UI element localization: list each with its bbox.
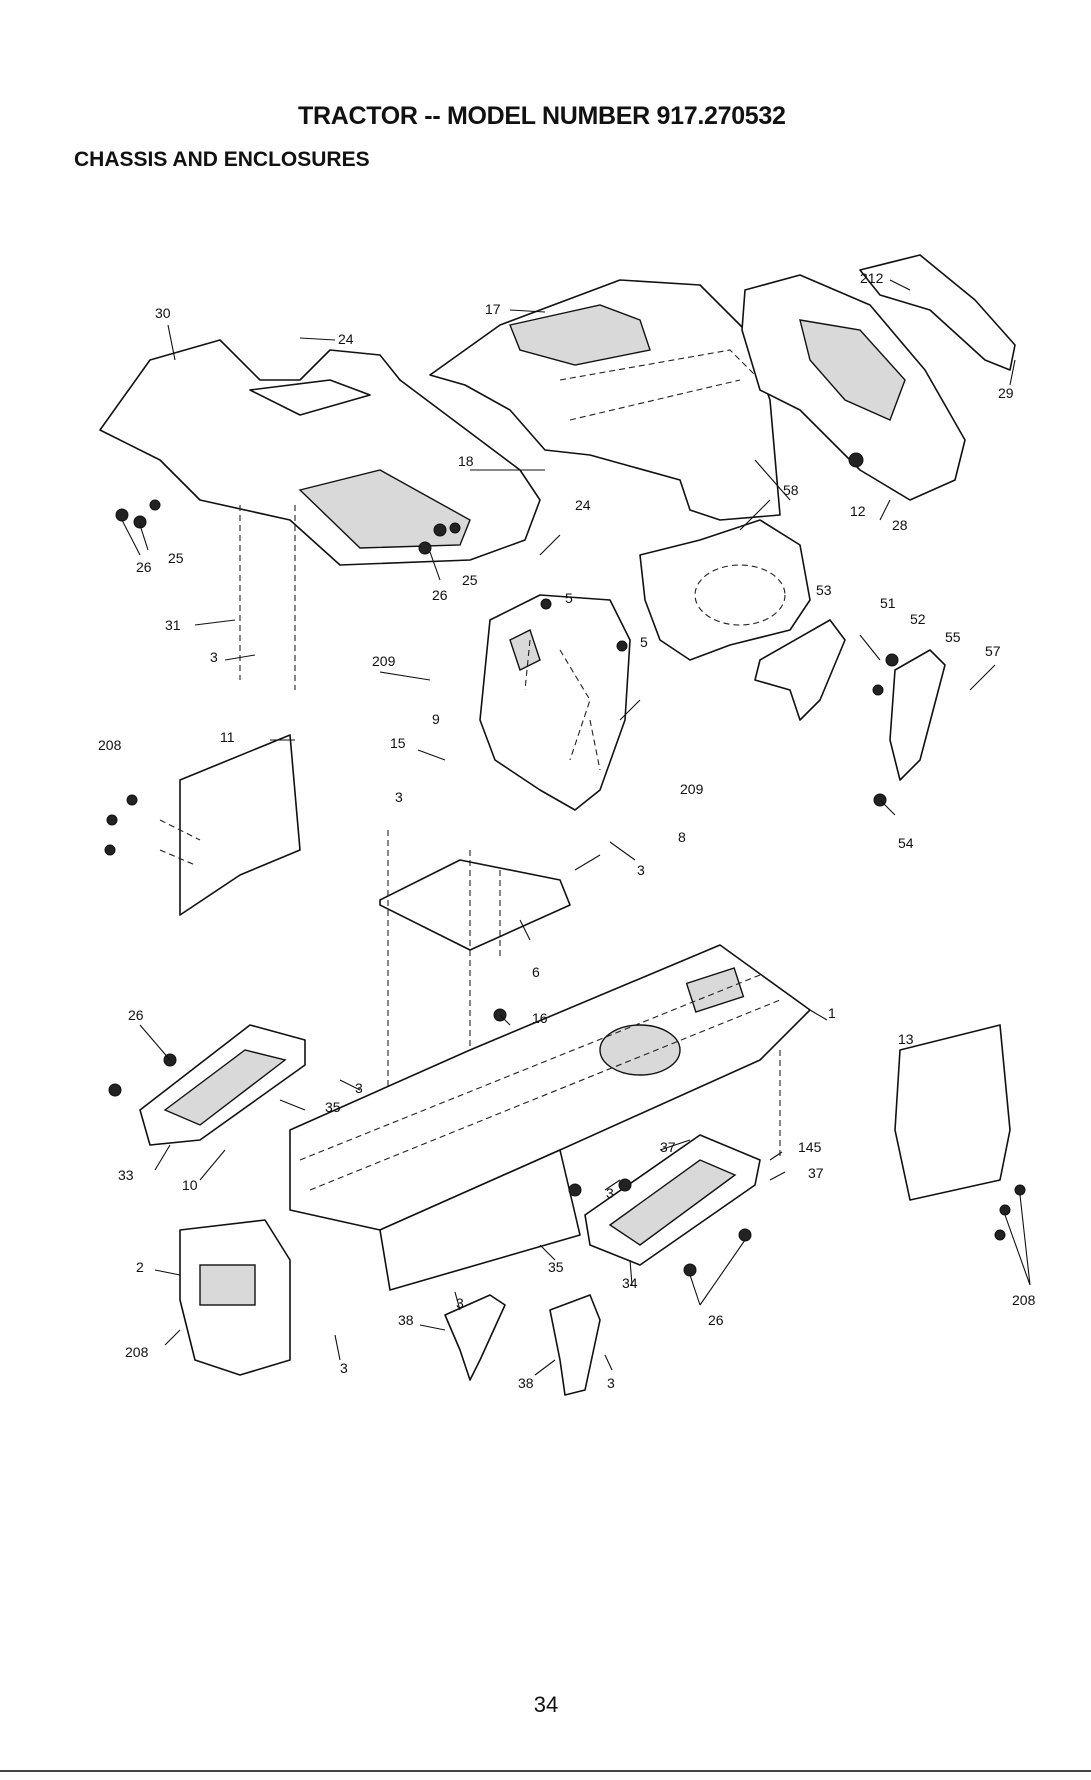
- callout-54: 54: [898, 835, 914, 851]
- callout-5: 5: [565, 590, 573, 606]
- callout-12: 12: [850, 503, 866, 519]
- dash-panel: [480, 595, 630, 810]
- callout-3: 3: [606, 1185, 614, 1201]
- callout-34: 34: [622, 1275, 638, 1291]
- mounting-plate: [380, 860, 570, 950]
- callout-33: 33: [118, 1167, 134, 1183]
- rear-hitch-plate: [180, 1220, 290, 1375]
- callout-11: 11: [220, 729, 235, 745]
- callout-38: 38: [518, 1375, 534, 1391]
- callout-29: 29: [998, 385, 1014, 401]
- callout-35: 35: [325, 1099, 341, 1115]
- callout-10: 10: [182, 1177, 198, 1193]
- brackets: [755, 620, 945, 780]
- callout-37: 37: [660, 1139, 676, 1155]
- callout-55: 55: [945, 629, 961, 645]
- callout-208: 208: [98, 737, 122, 753]
- callout-35: 35: [548, 1259, 564, 1275]
- callout-208: 208: [1012, 1292, 1036, 1308]
- callout-15: 15: [390, 735, 406, 751]
- callout-13: 13: [898, 1031, 914, 1047]
- callout-31: 31: [165, 617, 181, 633]
- callout-52: 52: [910, 611, 926, 627]
- callout-37: 37: [808, 1165, 824, 1181]
- callout-209: 209: [372, 653, 396, 669]
- callout-26: 26: [432, 587, 448, 603]
- callout-9: 9: [432, 711, 440, 727]
- callout-17: 17: [485, 301, 501, 317]
- callout-3: 3: [607, 1375, 615, 1391]
- callout-25: 25: [168, 550, 184, 566]
- callout-24: 24: [575, 497, 591, 513]
- page-number: 34: [520, 1692, 572, 1718]
- callout-16: 16: [532, 1010, 548, 1026]
- callout-57: 57: [985, 643, 1001, 659]
- callout-26: 26: [708, 1312, 724, 1328]
- callout-208: 208: [125, 1344, 149, 1360]
- callout-145: 145: [798, 1139, 822, 1155]
- callout-6: 6: [532, 964, 540, 980]
- callout-3: 3: [456, 1295, 464, 1311]
- callout-3: 3: [637, 862, 645, 878]
- callout-3: 3: [355, 1080, 363, 1096]
- callout-24: 24: [338, 331, 354, 347]
- callout-3: 3: [210, 649, 218, 665]
- callout-26: 26: [128, 1007, 144, 1023]
- callout-38: 38: [398, 1312, 414, 1328]
- callout-26: 26: [136, 559, 152, 575]
- callout-5: 5: [640, 634, 648, 650]
- callout-2: 2: [136, 1259, 144, 1275]
- callout-30: 30: [155, 305, 171, 321]
- front-grille: [742, 255, 1015, 500]
- callout-58: 58: [783, 482, 799, 498]
- callout-1: 1: [828, 1005, 836, 1021]
- firewall-shroud: [640, 520, 810, 660]
- callout-28: 28: [892, 517, 908, 533]
- main-frame: [290, 945, 810, 1290]
- callout-8: 8: [678, 829, 686, 845]
- callout-212: 212: [860, 270, 884, 286]
- callout-209: 209: [680, 781, 704, 797]
- callout-51: 51: [880, 595, 896, 611]
- callout-3: 3: [395, 789, 403, 805]
- callout-25: 25: [462, 572, 478, 588]
- callout-3: 3: [340, 1360, 348, 1376]
- callout-18: 18: [458, 453, 474, 469]
- callout-53: 53: [816, 582, 832, 598]
- page-border-line: [0, 1770, 1091, 1772]
